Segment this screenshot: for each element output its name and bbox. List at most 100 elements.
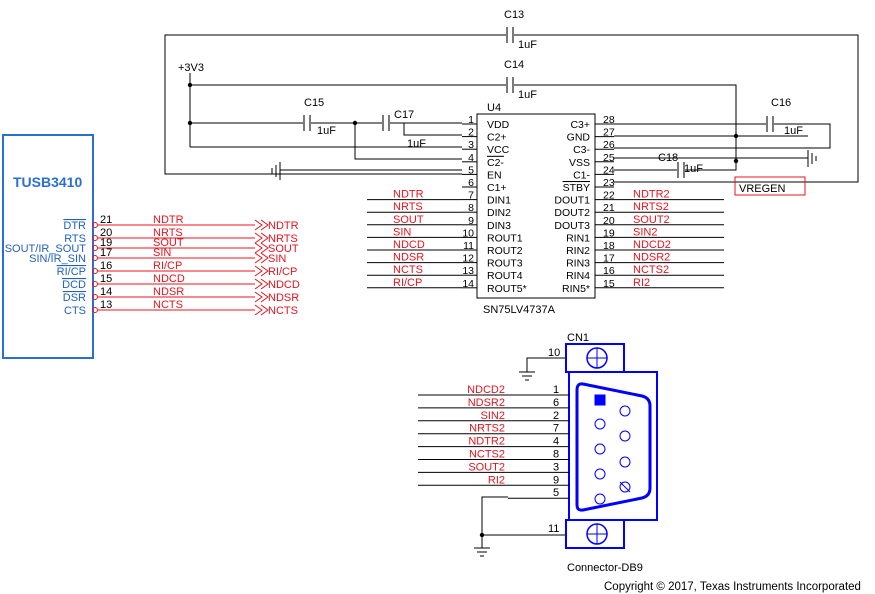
u4-pin-number: 19 bbox=[603, 227, 615, 239]
db9-pin-3: 3 SOUT2 bbox=[418, 461, 569, 473]
tusb-pin-name: SOUT/IR_SOUT bbox=[5, 243, 87, 255]
u4-pin-name: RIN2 bbox=[566, 245, 590, 257]
tusb-pin-number: 13 bbox=[100, 299, 112, 311]
cn1-part: Connector-DB9 bbox=[567, 562, 643, 574]
db9-screws bbox=[587, 348, 607, 544]
tusb-net-label: RI/CP bbox=[153, 260, 182, 272]
db9-pins: 1NDCD26NDSR22SIN27NRTS24NDTR28NCTS23SOUT… bbox=[418, 384, 569, 499]
u4-pin-11: 11 ROUT2 NDCD bbox=[367, 239, 523, 257]
db9-net-label: NRTS2 bbox=[469, 423, 505, 435]
u4-pin-number: 17 bbox=[603, 253, 615, 265]
u4-pin-number: 3 bbox=[468, 139, 474, 151]
tusb-pin-name: DSR bbox=[63, 292, 86, 304]
db9-pin-number: 1 bbox=[553, 384, 559, 396]
junctions bbox=[187, 82, 739, 538]
u4-pin-name: ROUT5* bbox=[487, 283, 527, 295]
u4-pin-name: DOUT3 bbox=[554, 220, 590, 232]
cap-ref: C18 bbox=[658, 152, 678, 164]
u4-body bbox=[476, 113, 596, 299]
cap-value: 1uF bbox=[407, 138, 426, 150]
u4-net-label: NDCD bbox=[393, 239, 425, 251]
u4-pin-name: VSS bbox=[569, 157, 590, 169]
u4-net-label: NDTR bbox=[393, 189, 424, 201]
tusb-pin-name: DCD bbox=[62, 279, 86, 291]
u4-net-label: RI/CP bbox=[393, 277, 422, 289]
u4-net-label: NCTS2 bbox=[633, 264, 669, 276]
capacitor-C14: C14 1uF bbox=[504, 59, 537, 101]
capacitor-plates bbox=[303, 27, 774, 178]
tusb-pin-name: SIN/IR_SIN bbox=[29, 253, 86, 265]
db9-pin-number: 3 bbox=[553, 461, 559, 473]
capacitor-C13: C13 1uF bbox=[504, 9, 537, 51]
tusb-offpage-label: RI/CP bbox=[268, 266, 297, 278]
u4-pin-number: 15 bbox=[603, 278, 615, 290]
u4-pin-number: 11 bbox=[463, 240, 474, 252]
tusb-offpage-label: NDTR bbox=[268, 220, 299, 232]
u4-pin-name: RIN4 bbox=[566, 270, 590, 282]
tusb-pin-name: CTS bbox=[64, 305, 86, 317]
u4-pin-name: ROUT1 bbox=[487, 232, 523, 244]
cn1-ref: CN1 bbox=[567, 332, 589, 344]
u4-pin-25: 25 VSS bbox=[569, 152, 615, 169]
tusb-pin-number: 17 bbox=[100, 247, 112, 259]
u4-net-label: SOUT2 bbox=[633, 214, 670, 226]
capacitor-C15: C15 1uF bbox=[304, 97, 336, 137]
u4-pin-name: ROUT3 bbox=[487, 258, 523, 270]
u4-pin-name: ROUT2 bbox=[487, 245, 523, 257]
cap-value: 1uF bbox=[784, 125, 803, 137]
tusb-pin-number: 15 bbox=[100, 273, 112, 285]
tusb-offpage-label: NRTS bbox=[268, 233, 298, 245]
tusb-pin-number: 20 bbox=[100, 227, 112, 239]
db9-pin-5: 5 bbox=[508, 487, 569, 499]
u4-pin-number: 5 bbox=[468, 164, 474, 176]
cap-value: 1uF bbox=[518, 39, 537, 51]
u4-net-label: NRTS bbox=[393, 201, 423, 213]
vregen-label: VREGEN bbox=[739, 183, 786, 195]
db9-net-label: NDCD2 bbox=[467, 384, 505, 396]
tusb-net-label: NDSR bbox=[153, 286, 184, 298]
db9-pin-number: 4 bbox=[553, 436, 559, 448]
u4-net-label: NRTS2 bbox=[633, 201, 669, 213]
tusb-offpage-label: NDSR bbox=[268, 292, 299, 304]
cap-value: 1uF bbox=[518, 89, 537, 101]
u4-pin-number: 20 bbox=[603, 215, 615, 227]
u4-pin-name: EN bbox=[487, 169, 502, 181]
db9-net-label: NDSR2 bbox=[468, 397, 505, 409]
db9-shell bbox=[565, 343, 658, 549]
cap-ref: C15 bbox=[304, 97, 324, 109]
u4-pin-5: 5 EN bbox=[462, 164, 502, 181]
db9-pin-number: 5 bbox=[553, 487, 559, 499]
u4-pin-number: 24 bbox=[603, 164, 615, 176]
u4-pin-name: DIN3 bbox=[487, 220, 511, 232]
u4-pin-number: 27 bbox=[603, 127, 615, 139]
db9-net-label: SOUT2 bbox=[468, 461, 505, 473]
tusb-pin-number: 14 bbox=[100, 286, 112, 298]
u4-net-label: SOUT bbox=[393, 214, 424, 226]
tusb-net-label: NRTS bbox=[153, 227, 183, 239]
u4-pin-number: 25 bbox=[603, 152, 615, 164]
u4-pin-number: 10 bbox=[462, 227, 474, 239]
u4-pin-20: 20 DOUT3 SOUT2 bbox=[554, 214, 724, 232]
u4-pin-name: RIN3 bbox=[566, 258, 590, 270]
tusb-net-label: SIN bbox=[153, 247, 171, 259]
u4-pin-number: 12 bbox=[462, 253, 474, 265]
u4-ref: U4 bbox=[487, 102, 501, 114]
